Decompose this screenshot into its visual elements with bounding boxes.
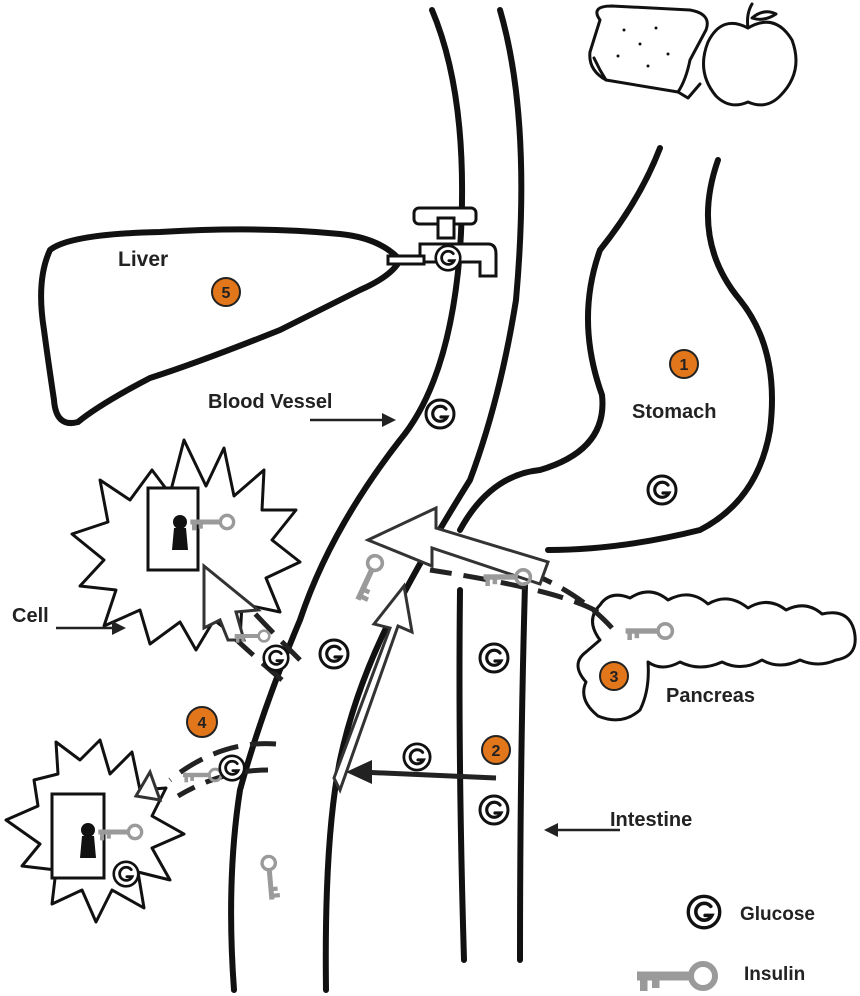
step-badge-3: 3 bbox=[600, 662, 628, 690]
step-badge-2: 2 bbox=[482, 736, 510, 764]
svg-text:3: 3 bbox=[610, 669, 619, 686]
glucose-icon bbox=[404, 744, 430, 770]
insulin-key-icon bbox=[183, 769, 221, 782]
cell-door-lower bbox=[52, 794, 104, 878]
glucose-icon bbox=[480, 796, 508, 824]
blood-vessel-label: Blood Vessel bbox=[208, 391, 333, 413]
glucose-icon bbox=[220, 756, 245, 781]
step-badge-1: 1 bbox=[670, 350, 698, 378]
intestine-label: Intestine bbox=[610, 809, 692, 831]
liver-label: Liver bbox=[118, 248, 168, 271]
glucose-icon bbox=[320, 640, 348, 668]
insulin-key-icon bbox=[261, 856, 280, 900]
svg-text:5: 5 bbox=[222, 285, 231, 302]
insulin-key-icon bbox=[626, 624, 673, 640]
apple-icon bbox=[704, 4, 797, 105]
svg-text:2: 2 bbox=[492, 743, 501, 760]
glucose-icon bbox=[114, 862, 139, 887]
cell-door-upper bbox=[148, 488, 198, 570]
glucose-icon bbox=[426, 400, 454, 428]
blood-vessel-pointer bbox=[310, 413, 396, 427]
step-badge-4: 4 bbox=[187, 707, 217, 737]
keyhole-icon bbox=[172, 515, 188, 550]
glucose-icon bbox=[480, 644, 508, 672]
cell-lower bbox=[6, 740, 184, 922]
legend-insulin-label: Insulin bbox=[744, 964, 805, 985]
insulin-key-icon bbox=[637, 964, 715, 991]
intestine bbox=[460, 585, 526, 960]
cell-upper bbox=[72, 440, 300, 650]
glucose-icon bbox=[648, 476, 676, 504]
bread-icon bbox=[590, 6, 707, 98]
legend-glucose-label: Glucose bbox=[740, 904, 815, 925]
cell-label: Cell bbox=[12, 605, 49, 627]
stomach-label: Stomach bbox=[632, 401, 716, 423]
svg-text:4: 4 bbox=[198, 715, 207, 732]
insulin-flow-arrow bbox=[334, 508, 548, 790]
cell-pointer bbox=[56, 621, 126, 635]
legend: Glucose Insulin bbox=[637, 896, 815, 991]
step-badge-5: 5 bbox=[212, 278, 240, 306]
faucet-icon bbox=[388, 208, 496, 276]
pancreas-label: Pancreas bbox=[666, 685, 755, 707]
glucose-icon bbox=[264, 646, 289, 671]
intestine-pointer bbox=[544, 823, 620, 837]
insulin-key-icon bbox=[351, 553, 386, 603]
glucose-icon bbox=[688, 896, 720, 928]
svg-text:1: 1 bbox=[680, 357, 689, 374]
keyhole-icon bbox=[80, 823, 96, 858]
